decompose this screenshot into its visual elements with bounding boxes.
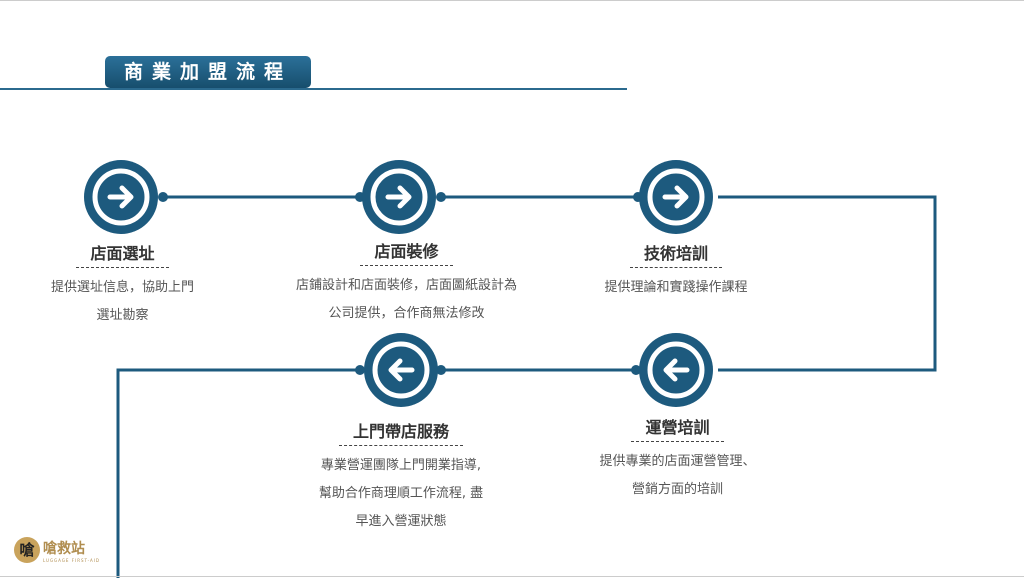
title-underline	[0, 88, 627, 90]
step-description: 店鋪設計和店面裝修，店面圖紙設計為公司提供，合作商無法修改	[295, 278, 517, 321]
logo-tagline: LUGGAGE FIRST-AID	[43, 557, 100, 563]
logo-name: 嗆救站	[43, 540, 85, 557]
connector-dot	[436, 365, 446, 375]
step-title: 技術培訓	[629, 240, 722, 268]
connector-5-end	[116, 368, 360, 578]
step-onsite-service: 上門帶店服務 專業營運團隊上門開業指導,幫助合作商理順工作流程, 盡早進入營運狀…	[290, 418, 512, 536]
step-title: 運營培訓	[631, 414, 724, 442]
bottom-border	[0, 576, 1024, 577]
top-border	[0, 0, 1024, 1]
step-description: 專業營運團隊上門開業指導,幫助合作商理順工作流程, 盡早進入營運狀態	[318, 458, 484, 529]
arrow-left-icon	[639, 333, 713, 407]
step-title: 上門帶店服務	[338, 418, 463, 446]
connector-3-4	[718, 195, 937, 372]
arrow-left-icon	[364, 333, 438, 407]
arrow-right-icon	[84, 160, 158, 234]
step-title: 店面選址	[76, 240, 169, 268]
step-title: 店面裝修	[360, 238, 453, 266]
connector-dot	[436, 192, 446, 202]
page-title: 商業加盟流程	[105, 56, 311, 88]
arrow-right-icon	[362, 160, 436, 234]
step-description: 提供理論和實踐操作課程	[604, 280, 748, 295]
step-operations-training: 運營培訓 提供專業的店面運營管理、營銷方面的培訓	[580, 414, 775, 504]
connector-dot	[355, 365, 365, 375]
arrow-right-icon	[639, 160, 713, 234]
connector-dot	[631, 365, 641, 375]
step-description: 提供選址信息，協助上門選址勘察	[50, 280, 194, 323]
brand-logo: 嗆 嗆救站 LUGGAGE FIRST-AID	[14, 537, 100, 563]
step-site-selection: 店面選址 提供選址信息，協助上門選址勘察	[30, 240, 215, 330]
logo-icon: 嗆	[14, 537, 40, 563]
step-store-renovation: 店面裝修 店鋪設計和店面裝修，店面圖紙設計為公司提供，合作商無法修改	[264, 238, 549, 328]
step-technical-training: 技術培訓 提供理論和實踐操作課程	[581, 240, 771, 302]
connector-dot	[158, 192, 168, 202]
step-description: 提供專業的店面運營管理、營銷方面的培訓	[599, 454, 756, 497]
